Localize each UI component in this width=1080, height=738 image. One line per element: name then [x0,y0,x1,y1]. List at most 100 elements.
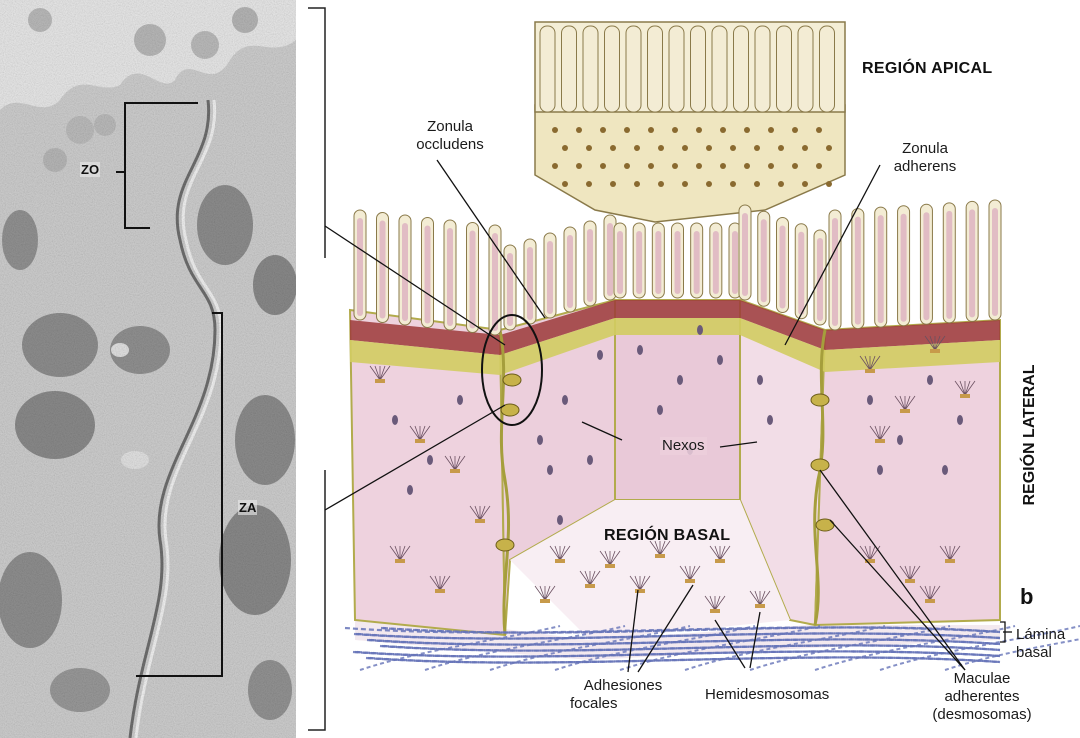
microvillus-core [761,219,767,302]
microvillus [875,207,887,327]
apical-spot [802,145,808,151]
adhesion-tuft [630,576,650,593]
microvillus [544,233,556,318]
lamina-fiber [750,626,950,670]
adhesion-tuft [925,336,945,353]
microvillus [422,218,434,328]
microvillus [691,223,703,298]
microvillus-core [946,211,952,319]
tuft-plaque [605,564,615,568]
apical-spot [658,145,664,151]
microvillus-core [492,233,498,331]
microvillus-core [567,235,573,308]
microvillus-core [607,223,613,296]
nexo-dot [547,465,553,475]
microvillus [710,223,722,298]
microvillus [605,26,620,112]
adhesiones-focales-line2: focales [568,695,678,713]
tuft-plaque [450,469,460,473]
zonula-occludens-label: Zonula occludens [395,118,505,154]
nexo-dot [427,455,433,465]
za-label: ZA [238,500,257,515]
adhesion-tuft [900,566,920,583]
lamina-fiber [368,657,1000,662]
nexo-dot [597,350,603,360]
microvillus [898,206,910,326]
microvillus [524,239,536,324]
adhesion-tuft [870,426,890,443]
microvillus [504,245,516,330]
lamina-fiber [815,626,1015,670]
nexo-dot [957,415,963,425]
lamina-fiber [370,657,1000,662]
apical-spot [672,127,678,133]
basal-lamina [345,626,1080,670]
tuft-plaque [395,559,405,563]
apical-spot [706,145,712,151]
zonula-occludens-line2: occludens [395,136,505,154]
nexo-dot [557,515,563,525]
adhesion-tuft [445,456,465,473]
apical-spot [648,127,654,133]
tuft-plaque [475,519,485,523]
microvillus-core [817,238,823,321]
microvillus-core [832,218,838,326]
nexo-dot [717,355,723,365]
microvillus [604,215,616,300]
microvillus-core [732,231,738,294]
maculae-line3: (desmosomas) [922,706,1042,724]
lamina-basal-line1: Lámina [1016,626,1065,644]
microvillus [540,26,555,112]
apical-spot [576,127,582,133]
adhesion-tuft [580,571,600,588]
electron-micrograph [0,0,296,738]
apical-spot [648,163,654,169]
apical-spot [768,163,774,169]
tuft-plaque [540,599,550,603]
tuft-plaque [905,579,915,583]
tuft-plaque [585,584,595,588]
nexo-dot [697,325,703,335]
zonula-adherens-line1: Zonula [870,140,980,158]
adhesion-tuft [750,591,770,608]
apical-spot [672,163,678,169]
lamina-fiber [555,626,755,670]
apical-spot [826,181,832,187]
lamina-fiber [425,626,625,670]
adhesion-tuft [920,586,940,603]
region-basal-label: REGIÓN BASAL [604,527,730,545]
lamina-fiber [369,639,1000,644]
adhesion-tuft [860,546,880,563]
adhesion-tuft [940,546,960,563]
microvillus [795,224,807,319]
adhesion-tuft [705,596,725,613]
nexos-label: Nexos [660,437,707,455]
adhesion-tuft [535,586,555,603]
microvillus-core [425,226,431,324]
microvillus [633,223,645,298]
microvillus-core [878,215,884,323]
nexo-dot [392,415,398,425]
apical-spot [778,145,784,151]
apical-spot [826,145,832,151]
zonula-adherens-line2: adherens [870,158,980,176]
microvillus-core [636,231,642,294]
adhesion-tuft [470,506,490,523]
apical-spot [586,145,592,151]
microvillus [943,203,955,323]
microvillus-core [713,231,719,294]
microvillus [989,200,1001,320]
microvillus [583,26,598,112]
microvillus-core [923,212,929,320]
microvillus [377,213,389,323]
microvillus [777,218,789,313]
microvillus [562,26,577,112]
tuft-plaque [555,559,565,563]
microvillus [614,223,626,298]
adhesion-tuft [550,546,570,563]
apical-microvilli-block [535,22,845,222]
lamina-fiber [384,645,1000,650]
apical-spot [610,181,616,187]
lamina-fiber [354,633,1000,638]
